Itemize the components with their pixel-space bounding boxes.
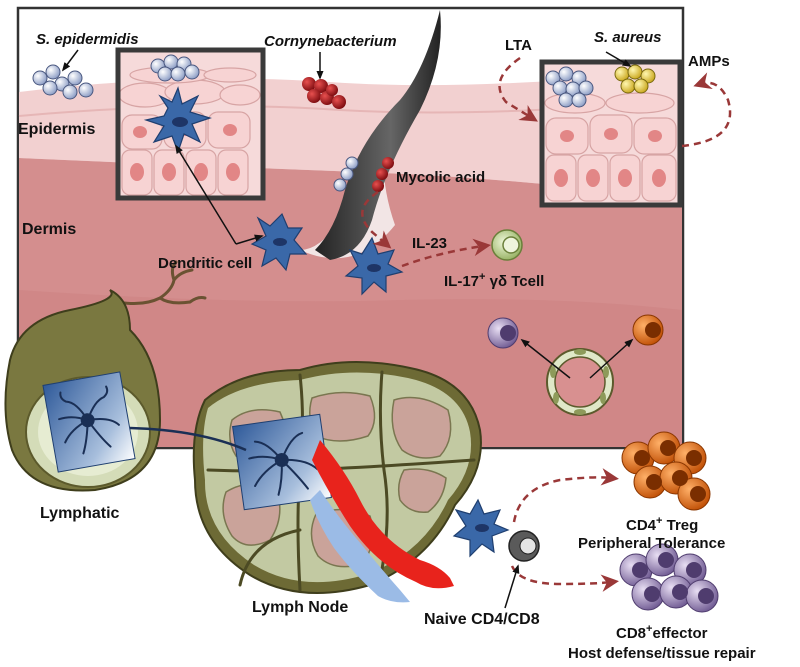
label-s-epidermidis: S. epidermidis	[36, 31, 139, 48]
effector-cluster	[619, 543, 719, 613]
label-lymphatic: Lymphatic	[40, 505, 120, 522]
il23-arrow	[401, 238, 491, 268]
s-epidermidis-cluster	[32, 64, 94, 100]
label-lymph-node: Lymph Node	[252, 599, 348, 616]
dashed-arrows	[361, 56, 732, 592]
label-treg: CD4+ Treg	[626, 515, 698, 534]
label-il23: IL-23	[412, 235, 447, 252]
label-mycolic-acid: Mycolic acid	[396, 169, 485, 186]
lymphatic-dc-tile	[42, 371, 136, 473]
aureus-inset-epidermidis	[545, 66, 594, 108]
inset-cocci	[150, 54, 200, 82]
effector-arrow	[510, 565, 619, 592]
follicle-epidermidis	[333, 156, 359, 192]
aureus-inset	[539, 59, 683, 208]
lta-arrow	[498, 56, 538, 122]
label-il17-suffix: γδ Tcell	[485, 273, 544, 290]
label-il17-prefix: IL-17	[444, 273, 479, 290]
treg-arrow	[512, 468, 619, 523]
label-treg-suffix: Treg	[662, 517, 698, 534]
gamma-delta-t-cell	[491, 229, 523, 261]
label-effector-sup: +	[646, 623, 652, 635]
label-treg-sup: +	[656, 515, 662, 527]
label-il17-gd-tcell: IL-17+ γδ Tcell	[444, 271, 544, 290]
aureus-cocci	[614, 64, 656, 94]
label-dendritic-cell: Dendritic cell	[158, 255, 252, 272]
lymph-node-dc-tile	[232, 413, 332, 511]
label-epidermis: Epidermis	[18, 121, 95, 138]
hair-follicle	[300, 10, 441, 260]
label-amps: AMPs	[688, 53, 730, 70]
label-lta: LTA	[505, 37, 532, 54]
label-corynebacterium: Cornynebacterium	[264, 33, 397, 50]
afferent-lymph-line	[129, 426, 247, 452]
label-cd8-effector: CD8+effector	[616, 623, 708, 642]
nerve-ending	[106, 260, 207, 305]
naive-t-cell	[508, 530, 540, 562]
follicle-corynebacterium	[372, 157, 394, 192]
blood-vein	[310, 490, 410, 603]
label-treg-prefix: CD4	[626, 517, 657, 534]
label-host-defense: Host defense/tissue repair	[568, 645, 756, 662]
label-il17-sup: +	[479, 271, 485, 283]
pointer-lines	[61, 49, 632, 609]
naive-dendritic-cell	[452, 498, 510, 558]
blood-artery	[312, 440, 454, 589]
dermis-layer	[19, 158, 682, 447]
label-effector-prefix: CD8	[616, 625, 646, 642]
mycolic-arrow	[361, 190, 392, 249]
label-peripheral-tolerance: Peripheral Tolerance	[578, 535, 725, 552]
label-s-aureus: S. aureus	[594, 29, 662, 46]
dendritic-cell-1	[250, 212, 308, 272]
emigrated-purple-cell	[487, 317, 519, 349]
blood-vessel	[546, 348, 614, 416]
epidermis-inset	[115, 47, 266, 201]
label-naive: Naive CD4/CD8	[424, 611, 540, 628]
treg-cluster	[621, 431, 711, 511]
corynebacterium-cluster	[302, 77, 346, 109]
amps-arrow	[681, 72, 732, 148]
label-dermis: Dermis	[22, 221, 76, 238]
label-effector-suffix: effector	[652, 625, 707, 642]
emigrated-orange-cell	[632, 314, 664, 346]
